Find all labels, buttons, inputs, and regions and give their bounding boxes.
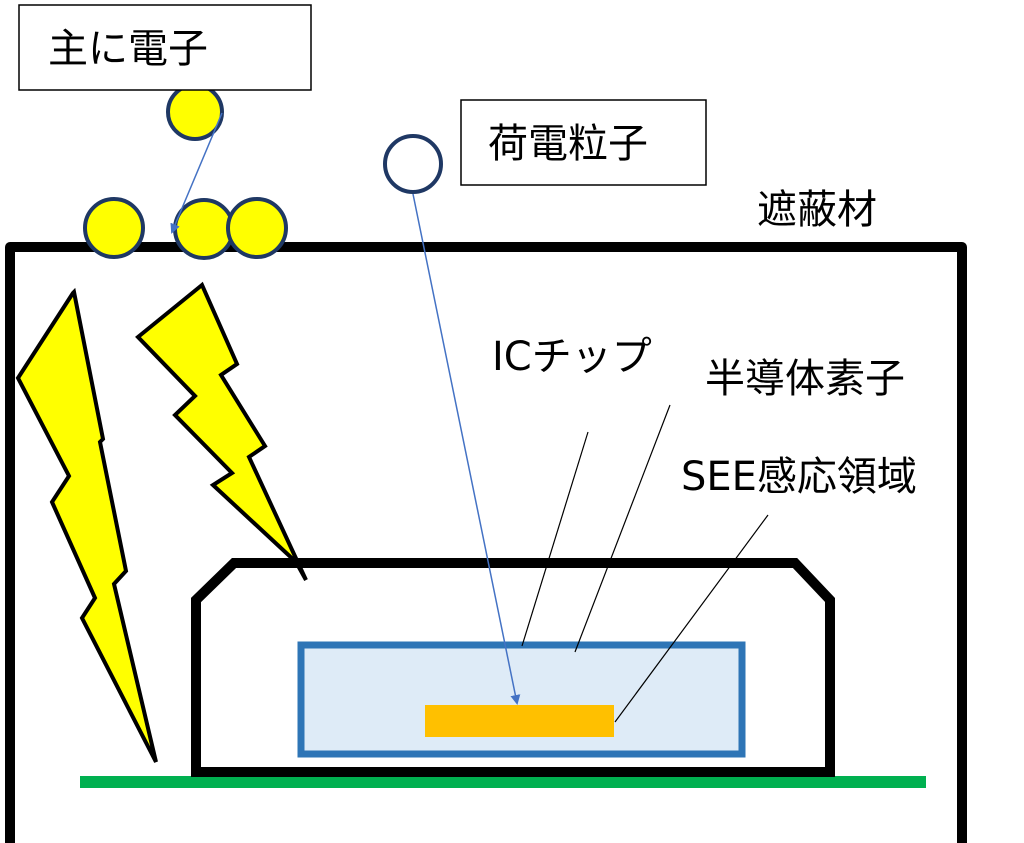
charged-particle-icon [383, 134, 443, 194]
electron-icon [173, 198, 235, 260]
charged-particle-arrow [412, 193, 521, 705]
electron-icon [226, 197, 288, 259]
shield-enclosure [5, 242, 967, 843]
electrons-label: 主に電子 [48, 26, 208, 72]
shield-label: 遮蔽材 [757, 187, 877, 233]
see-region-label: SEE感応領域 [681, 454, 917, 500]
semiconductor-leader [574, 404, 671, 653]
semiconductor-die [297, 641, 746, 758]
see-region-leader [614, 514, 769, 723]
electron-arrow [170, 112, 223, 234]
lightning-bolt-icon [15, 287, 158, 763]
semiconductor-label: 半導体素子 [705, 356, 905, 402]
charged-particle-label: 荷電粒子 [488, 121, 648, 167]
electron-icon [83, 197, 145, 259]
lightning-bolt-icon [135, 281, 308, 581]
see-sensitive-region [425, 705, 614, 737]
charged-particle-label-box [460, 99, 707, 186]
electron-group [83, 83, 288, 260]
ic-chip-label: ICチップ [492, 334, 652, 380]
electrons-label-box [18, 4, 312, 91]
ic-chip-leader [521, 431, 589, 647]
